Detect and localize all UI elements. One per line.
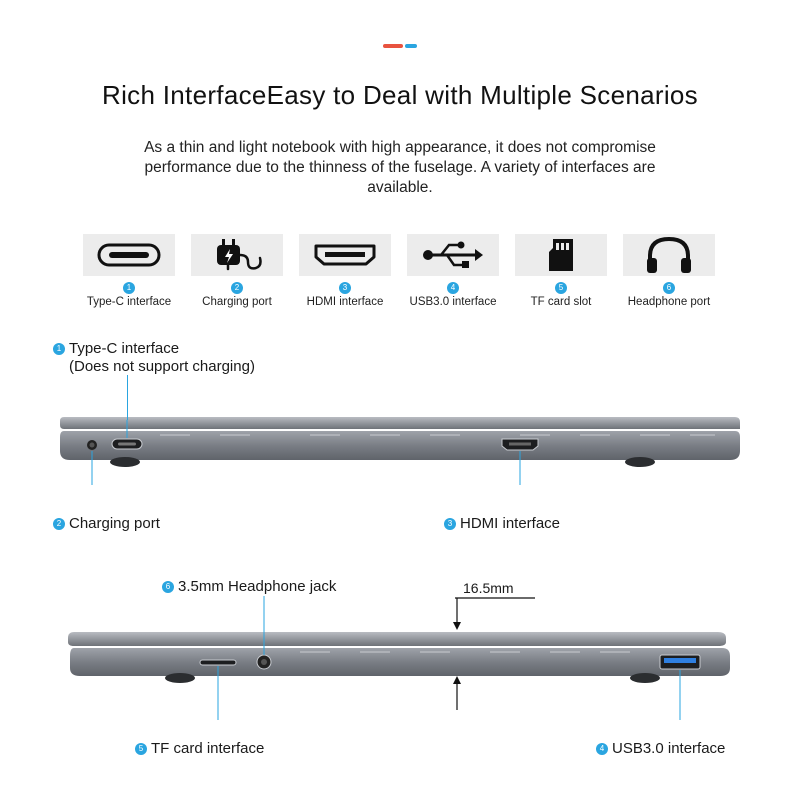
hdmi-icon bbox=[314, 244, 376, 266]
port-card-tf bbox=[515, 234, 607, 276]
port-label: Headphone port bbox=[627, 296, 711, 308]
port-label: Type-C interface bbox=[86, 296, 172, 308]
callout-label: USB3.0 interface bbox=[612, 740, 726, 757]
sd-card-icon bbox=[549, 239, 573, 271]
callout-label: TF card interface bbox=[151, 740, 265, 757]
callout-number: 6 bbox=[162, 581, 174, 593]
callout-number: 4 bbox=[596, 743, 608, 755]
callout-headphone-jack: 6 3.5mm Headphone jack bbox=[162, 578, 336, 596]
port-label: Charging port bbox=[202, 296, 272, 308]
port-card-headphone bbox=[623, 234, 715, 276]
port-card-type-c bbox=[83, 234, 175, 276]
usb-icon bbox=[423, 241, 483, 268]
callout-number: 1 bbox=[53, 343, 65, 355]
callout-charging-port: 2 Charging port bbox=[53, 515, 160, 533]
headphone-icon bbox=[647, 236, 691, 273]
port-number: 3 bbox=[339, 282, 351, 294]
callout-label: 3.5mm Headphone jack bbox=[178, 578, 337, 595]
laptop-left-side-view bbox=[60, 417, 740, 485]
port-number: 5 bbox=[555, 282, 567, 294]
callout-tf-card: 5 TF card interface bbox=[135, 740, 264, 758]
port-label: TF card slot bbox=[530, 296, 592, 308]
charging-plug-icon bbox=[217, 239, 262, 271]
leader-line bbox=[127, 375, 128, 420]
port-label: HDMI interface bbox=[306, 296, 384, 308]
port-card-charging bbox=[191, 234, 283, 276]
callout-type-c: 1 Type-C interface bbox=[53, 340, 179, 358]
port-number: 2 bbox=[231, 282, 243, 294]
port-number: 1 bbox=[123, 282, 135, 294]
port-card-usb bbox=[407, 234, 499, 276]
port-number: 4 bbox=[447, 282, 459, 294]
port-card-hdmi bbox=[299, 234, 391, 276]
type-c-icon bbox=[97, 243, 161, 267]
laptop-right-side-view bbox=[68, 596, 730, 720]
page-title: Rich InterfaceEasy to Deal with Multiple… bbox=[102, 80, 698, 110]
callout-number: 2 bbox=[53, 518, 65, 530]
page-subtitle: As a thin and light notebook with high a… bbox=[144, 139, 656, 196]
port-number: 6 bbox=[663, 282, 675, 294]
callout-label: HDMI interface bbox=[460, 515, 561, 532]
accent-bar-blue bbox=[405, 44, 417, 48]
callout-label: Charging port bbox=[69, 515, 160, 532]
callout-number: 5 bbox=[135, 743, 147, 755]
callout-number: 3 bbox=[444, 518, 456, 530]
callout-type-c-note: (Does not support charging) bbox=[69, 358, 255, 375]
accent-bar-red bbox=[383, 44, 403, 48]
port-label: USB3.0 interface bbox=[409, 296, 497, 308]
callout-label: Type-C interface bbox=[69, 340, 180, 357]
callout-usb: 4 USB3.0 interface bbox=[596, 740, 725, 758]
thickness-label: 16.5mm bbox=[463, 580, 514, 596]
callout-hdmi: 3 HDMI interface bbox=[444, 515, 560, 533]
